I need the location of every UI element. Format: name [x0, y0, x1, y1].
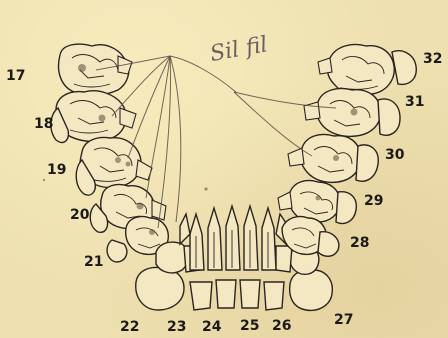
tooth-29	[278, 180, 356, 223]
label-31: 31	[405, 94, 424, 110]
tooth-30	[288, 135, 378, 183]
tooth-20-cusp	[152, 200, 166, 220]
label-28: 28	[350, 235, 369, 251]
tooth-27	[290, 270, 333, 311]
label-21: 21	[84, 254, 103, 270]
tooth-25	[240, 280, 260, 308]
label-20: 20	[70, 207, 90, 223]
pencil-annotation: Sil fil	[208, 32, 269, 67]
label-22: 22	[120, 319, 139, 335]
canine-right	[276, 246, 292, 272]
label-26: 26	[272, 318, 291, 334]
label-17: 17	[6, 68, 25, 84]
ink-dot	[43, 179, 45, 181]
tooth-32	[318, 45, 416, 96]
label-18: 18	[34, 116, 53, 132]
label-23: 23	[167, 319, 186, 335]
label-25: 25	[240, 318, 259, 334]
premolar-left	[156, 242, 188, 273]
label-24: 24	[202, 319, 222, 335]
tooth-24	[216, 280, 236, 308]
label-19: 19	[47, 162, 66, 178]
tooth-26	[264, 282, 284, 310]
tooth-31	[304, 89, 400, 137]
tooth-22	[136, 268, 184, 310]
tooth-18-cusp	[120, 108, 136, 128]
ink-dot	[204, 187, 207, 190]
label-29: 29	[364, 193, 383, 209]
label-30: 30	[385, 147, 405, 163]
label-27: 27	[334, 312, 353, 328]
tooth-18	[51, 91, 126, 143]
label-32: 32	[423, 51, 442, 67]
tooth-23	[190, 282, 212, 310]
incisors	[180, 206, 288, 270]
